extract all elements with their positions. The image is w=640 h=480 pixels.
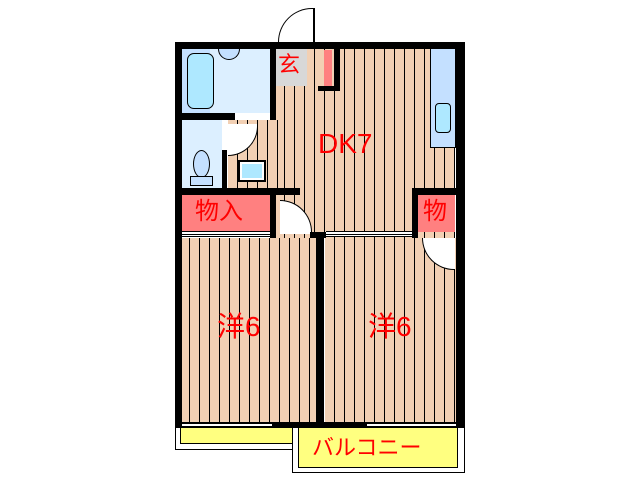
kitchen-sink-icon (435, 103, 451, 133)
wall-bath-right (270, 42, 276, 120)
toilet-icon (193, 150, 210, 178)
wall-closet-right-left (412, 188, 418, 238)
wall-closet-top (175, 188, 300, 195)
wall-bath-bottom (175, 113, 235, 120)
entrance-label: 玄 (278, 52, 301, 77)
wall-partition (316, 232, 324, 428)
wall-closet-left-right (270, 188, 276, 238)
entrance-door-swing (278, 8, 314, 42)
bathtub-icon (187, 53, 214, 109)
closet-left[interactable] (180, 195, 270, 232)
closet-right[interactable] (418, 195, 455, 232)
western-room-left-floor (180, 238, 318, 423)
balcony (298, 428, 458, 468)
kitchen-counter (430, 48, 456, 148)
toilet-tank-icon (190, 176, 213, 186)
dk-label: DK7 (318, 128, 373, 159)
shoe-cabinet (324, 50, 332, 88)
balcony-window-right[interactable] (367, 423, 456, 428)
wall-top (175, 42, 465, 49)
closet-right-label: 物 (423, 198, 447, 225)
western-room-left-label: 洋6 (217, 311, 261, 342)
wall-closet-right-top (412, 188, 462, 195)
wall-entrance-right (334, 42, 340, 90)
entrance (275, 48, 307, 86)
balcony-window-left[interactable] (182, 423, 272, 428)
sliding-door-right[interactable] (326, 231, 416, 237)
entrance-door[interactable] (313, 8, 315, 44)
closet-left-label: 物入 (195, 198, 243, 225)
wall-left (175, 42, 182, 427)
western-room-right-floor (325, 238, 457, 423)
balcony-left-strip (180, 428, 295, 444)
washing-machine-icon (238, 160, 266, 182)
balcony-label: バルコニー (312, 435, 422, 460)
western-room-right-label: 洋6 (368, 311, 412, 342)
wall-toilet-right (222, 150, 227, 195)
sliding-door-left[interactable] (182, 231, 272, 237)
wall-entrance (318, 86, 340, 91)
wall-right (456, 42, 465, 427)
